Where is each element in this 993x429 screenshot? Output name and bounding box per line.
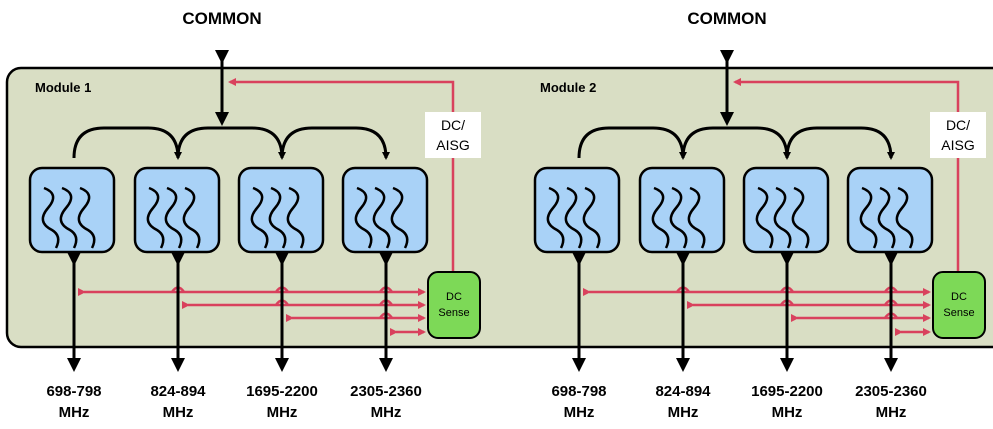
dc-sense-box xyxy=(427,271,481,339)
common-label: COMMON xyxy=(182,9,261,28)
module-title: Module 1 xyxy=(35,80,91,95)
filter-icon xyxy=(28,166,116,254)
dc-aisg-label: DC/ xyxy=(946,117,970,133)
port-frequency: 2305-2360 xyxy=(350,383,422,400)
filter-symbol-curve xyxy=(372,186,391,249)
dc-aisg-path xyxy=(228,78,457,276)
filter-symbol-curve xyxy=(250,186,269,249)
filter-icon xyxy=(341,166,429,254)
filter-icon xyxy=(133,166,221,254)
signal-bus-arc xyxy=(72,126,182,160)
filter-symbol-curve xyxy=(268,186,287,249)
port-frequency: 2305-2360 xyxy=(855,383,927,400)
filter-symbol-curve xyxy=(390,186,409,249)
port-frequency: 698-798 xyxy=(46,383,101,400)
filter-symbol-curve xyxy=(286,186,305,249)
filter-symbol-curve xyxy=(651,186,670,249)
filter-block xyxy=(533,166,621,254)
filter-symbol-curve xyxy=(41,186,60,249)
port-unit: MHz xyxy=(876,404,907,421)
module-title: Module 2 xyxy=(540,80,596,95)
port-unit: MHz xyxy=(772,404,803,421)
filter-symbol-curve xyxy=(354,186,373,249)
dc-aisg-label-bg xyxy=(930,112,986,158)
filter-block xyxy=(846,166,934,254)
common-label: COMMON xyxy=(687,9,766,28)
filter-symbol-curve xyxy=(582,186,601,249)
filter-block xyxy=(133,166,221,254)
signal-bus-arc xyxy=(577,126,687,160)
filter-block xyxy=(638,166,726,254)
filter-block xyxy=(237,166,325,254)
port-unit: MHz xyxy=(163,404,194,421)
dc-aisg-label-bg xyxy=(425,112,481,158)
filter-symbol-curve xyxy=(59,186,78,249)
filter-symbol-curve xyxy=(77,186,96,249)
filter-block xyxy=(742,166,830,254)
port-frequency: 1695-2200 xyxy=(246,383,318,400)
filter-symbol-curve xyxy=(773,186,792,249)
port-unit: MHz xyxy=(564,404,595,421)
filter-symbol-curve xyxy=(146,186,165,249)
dc-aisg-label: AISG xyxy=(436,137,469,153)
filter-icon xyxy=(638,166,726,254)
filter-icon xyxy=(237,166,325,254)
filter-symbol-curve xyxy=(564,186,583,249)
port-frequency: 824-894 xyxy=(655,383,711,400)
filter-symbol-curve xyxy=(546,186,565,249)
filter-symbol-curve xyxy=(877,186,896,249)
filter-symbol-curve xyxy=(755,186,774,249)
filter-symbol-curve xyxy=(164,186,183,249)
port-unit: MHz xyxy=(668,404,699,421)
dc-sense-label: DC xyxy=(951,291,967,303)
port-frequency: 824-894 xyxy=(150,383,206,400)
filter-block xyxy=(28,166,116,254)
filter-symbol-curve xyxy=(669,186,688,249)
port-unit: MHz xyxy=(267,404,298,421)
dc-sense-label: Sense xyxy=(438,307,469,319)
port-frequency: 698-798 xyxy=(551,383,606,400)
dc-sense-label: DC xyxy=(446,291,462,303)
filter-symbol-curve xyxy=(687,186,706,249)
port-unit: MHz xyxy=(371,404,402,421)
dc-sense-label: Sense xyxy=(943,307,974,319)
dc-sense-box xyxy=(932,271,986,339)
filter-icon xyxy=(742,166,830,254)
filter-symbol-curve xyxy=(859,186,878,249)
filter-block xyxy=(341,166,429,254)
port-unit: MHz xyxy=(59,404,90,421)
dc-aisg-label: DC/ xyxy=(441,117,465,133)
filter-symbol-curve xyxy=(895,186,914,249)
filter-symbol-curve xyxy=(182,186,201,249)
filter-icon xyxy=(533,166,621,254)
filter-icon xyxy=(846,166,934,254)
port-frequency: 1695-2200 xyxy=(751,383,823,400)
dc-aisg-path xyxy=(733,78,962,276)
filter-symbol-curve xyxy=(791,186,810,249)
dc-aisg-label: AISG xyxy=(941,137,974,153)
